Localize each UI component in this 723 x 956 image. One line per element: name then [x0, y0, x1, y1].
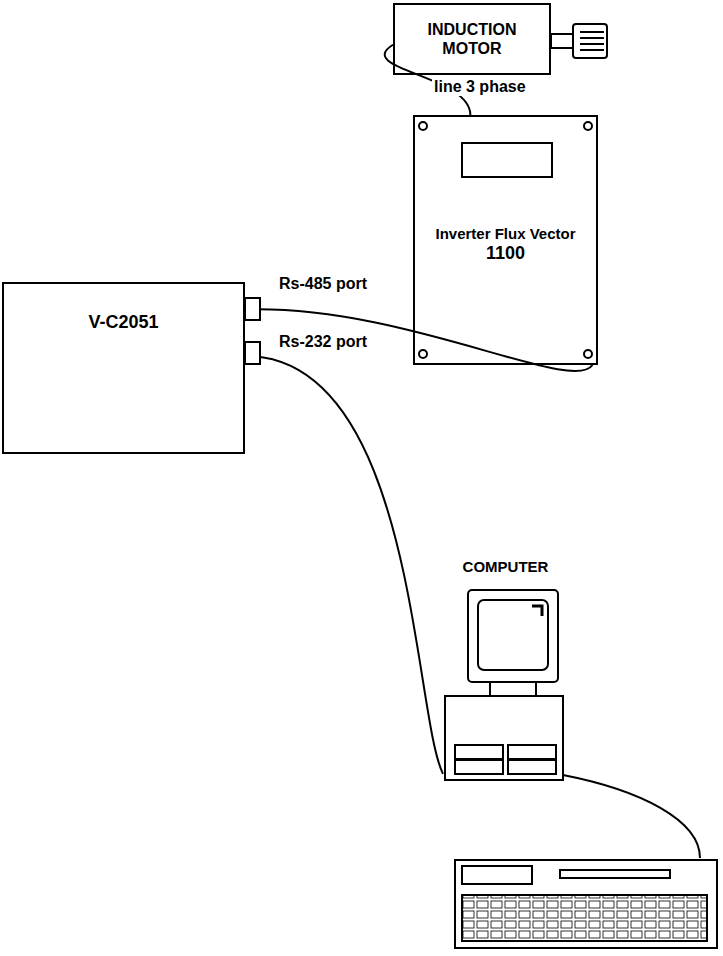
cable [245, 356, 443, 774]
cable-label: line 3 phase [432, 78, 528, 96]
controller-box: V-C2051 [2, 282, 245, 454]
computer-node: COMPUTER [443, 552, 568, 788]
inverter-panel [419, 122, 592, 358]
motor-box: INDUCTION MOTOR [393, 3, 551, 75]
cable [245, 309, 592, 371]
node-text: V-C2051 [88, 312, 158, 334]
node-text: COMPUTER [463, 558, 549, 576]
computer-illustration [445, 590, 717, 948]
cable-label: Rs-485 port [277, 275, 369, 293]
serial-port [245, 298, 260, 364]
node-text: Inverter Flux Vector [435, 225, 575, 243]
motor-shaft [551, 24, 607, 58]
node-text: 1100 [486, 243, 525, 265]
node-text: INDUCTION MOTOR [401, 20, 543, 58]
inverter-box: Inverter Flux Vector1100 [413, 115, 598, 365]
cable-label: Rs-232 port [277, 333, 369, 351]
